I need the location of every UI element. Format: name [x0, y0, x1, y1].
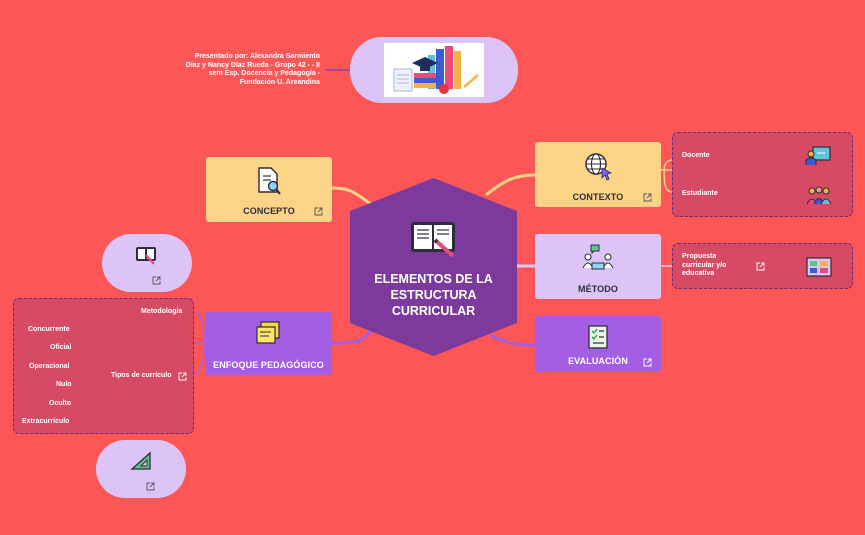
- child-estudiante[interactable]: Estudiante: [682, 190, 718, 197]
- open-book-icon: [409, 218, 457, 258]
- illustration-pill[interactable]: [350, 37, 518, 103]
- document-search-icon: [256, 166, 282, 201]
- meeting-icon: [582, 243, 614, 276]
- external-link-icon[interactable]: [146, 482, 155, 491]
- ruler-triangle-icon: [130, 451, 152, 476]
- metodo-children-group: Propuesta curricular y/o educativa: [672, 243, 853, 289]
- node-concepto[interactable]: CONCEPTO: [206, 157, 332, 222]
- central-hexagon[interactable]: [350, 178, 517, 356]
- node-enfoque[interactable]: ENFOQUE PEDAGÓGICO: [205, 312, 332, 375]
- education-books-illustration: [384, 43, 484, 97]
- node-label: ENFOQUE PEDAGÓGICO: [213, 360, 324, 370]
- child-docente[interactable]: Docente: [682, 152, 710, 159]
- node-label: CONCEPTO: [243, 206, 295, 216]
- floating-pill-ruler[interactable]: [96, 440, 186, 498]
- external-link-icon[interactable]: [643, 193, 652, 202]
- floating-pill-book[interactable]: [102, 234, 192, 292]
- author-line: sem Esp. Docencia y Pedagogía -: [208, 70, 320, 77]
- node-label: EVALUACIÓN: [568, 356, 628, 366]
- tipo-operacional[interactable]: Operacional: [29, 363, 70, 370]
- curriculum-board-icon: [806, 257, 832, 282]
- central-title-line: ELEMENTOS DE LA: [374, 272, 493, 286]
- author-line: Díaz y Nancy Díaz Rueda - Grupo 42 - - I…: [185, 61, 320, 69]
- external-link-icon[interactable]: [756, 262, 765, 271]
- tipo-concurrente[interactable]: Concurrente: [28, 326, 70, 333]
- tipo-nulo[interactable]: Nulo: [56, 381, 72, 388]
- external-link-icon[interactable]: [314, 207, 323, 216]
- node-label: MÉTODO: [578, 284, 618, 294]
- contexto-children-group: Docente Estudiante: [672, 132, 853, 217]
- central-title: ELEMENTOS DE LA ESTRUCTURA CURRICULAR: [355, 271, 512, 319]
- globe-cursor-icon: [583, 151, 613, 186]
- node-contexto[interactable]: CONTEXTO: [535, 142, 661, 207]
- book-pencil-icon: [135, 245, 157, 270]
- node-evaluacion[interactable]: EVALUACIÓN: [535, 316, 661, 372]
- students-icon: [805, 185, 833, 210]
- child-label-line: curricular y/o: [682, 261, 727, 269]
- teacher-board-icon: [805, 146, 831, 171]
- enfoque-children-group: Metodología Tipos de currículo Concurren…: [13, 298, 194, 434]
- tipo-oficial[interactable]: Oficial: [50, 344, 72, 351]
- author-line: Fundación U. Areandina: [239, 78, 320, 86]
- child-label-line: Propuesta: [682, 253, 717, 260]
- external-link-icon[interactable]: [152, 276, 161, 285]
- checklist-icon: [587, 325, 609, 354]
- external-link-icon[interactable]: [643, 358, 652, 367]
- central-title-line: ESTRUCTURA: [390, 288, 477, 302]
- tipo-extracurriculo[interactable]: Extracurrículo: [22, 418, 70, 425]
- author-line: Presentado por: Alexandra Sarmiento: [194, 53, 320, 60]
- author-credit: Presentado por: Alexandra Sarmiento Díaz…: [160, 53, 320, 87]
- node-label: CONTEXTO: [572, 192, 624, 202]
- child-label-line: educativa: [682, 270, 715, 277]
- external-link-icon[interactable]: [178, 372, 187, 381]
- child-tipos-curriculo[interactable]: Tipos de currículo: [111, 372, 172, 379]
- node-metodo[interactable]: MÉTODO: [535, 234, 661, 299]
- tipo-oculto[interactable]: Oculto: [49, 400, 72, 407]
- child-propuesta[interactable]: Propuesta curricular y/o educativa: [682, 253, 726, 279]
- central-title-line: CURRICULAR: [391, 304, 476, 318]
- child-metodologia[interactable]: Metodología: [141, 308, 183, 315]
- sticky-notes-icon: [255, 321, 281, 350]
